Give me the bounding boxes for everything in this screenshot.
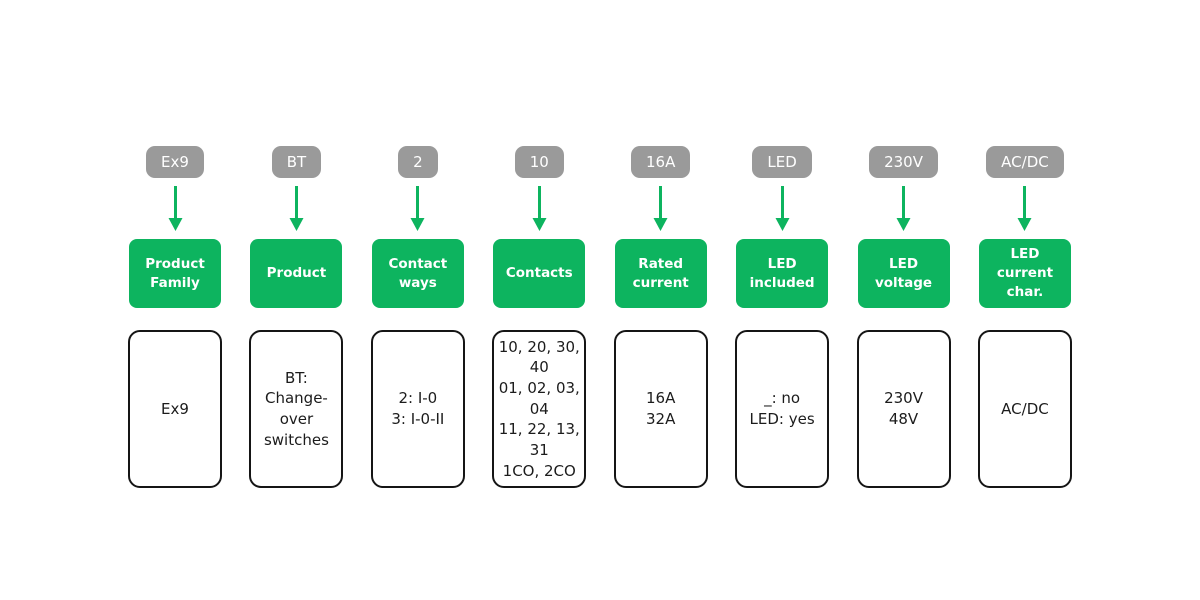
down-arrow-icon <box>775 186 790 231</box>
detail-box: 10, 20, 30, 40 01, 02, 03, 04 11, 22, 13… <box>492 330 587 488</box>
down-arrow-icon <box>532 186 547 231</box>
diagram-column: 230V LED voltage 230V 48V <box>845 146 963 488</box>
detail-box: 16A 32A <box>613 330 708 488</box>
category-box: Contacts <box>493 239 586 308</box>
diagram-column: 10 Contacts 10, 20, 30, 40 01, 02, 03, 0… <box>480 146 598 488</box>
code-badge: AC/DC <box>986 146 1064 178</box>
code-badge: LED <box>752 146 812 178</box>
diagram-column: BT Product BT: Change- over switches <box>237 146 355 488</box>
detail-box: 230V 48V <box>856 330 951 488</box>
category-box: Product <box>250 239 343 308</box>
down-arrow-icon <box>653 186 668 231</box>
diagram-column: 2 Contact ways 2: I-0 3: I-0-II <box>359 146 477 488</box>
category-box: Product Family <box>129 239 221 308</box>
code-badge: BT <box>271 146 322 178</box>
category-box: LED current char. <box>978 239 1071 308</box>
code-badge: 2 <box>398 146 438 178</box>
detail-box: AC/DC <box>977 330 1072 488</box>
code-badge: Ex9 <box>146 146 204 178</box>
detail-box: _: no LED: yes <box>735 330 830 488</box>
down-arrow-icon <box>168 186 182 231</box>
code-badge: 230V <box>869 146 938 178</box>
code-badge: 16A <box>631 146 691 178</box>
down-arrow-icon <box>410 186 425 231</box>
category-box: Rated current <box>614 239 707 308</box>
diagram-columns: Ex9 Product Family Ex9 BT Product BT: Ch… <box>116 146 1084 488</box>
diagram-column: LED LED included _: no LED: yes <box>723 146 841 488</box>
down-arrow-icon <box>896 186 911 231</box>
diagram-column: 16A Rated current 16A 32A <box>602 146 720 488</box>
diagram-column: AC/DC LED current char. AC/DC <box>966 146 1084 488</box>
detail-box: BT: Change- over switches <box>249 330 344 488</box>
down-arrow-icon <box>289 186 304 231</box>
down-arrow-icon <box>1017 186 1032 231</box>
code-badge: 10 <box>514 146 564 178</box>
detail-box: Ex9 <box>128 330 222 488</box>
diagram-column: Ex9 Product Family Ex9 <box>116 146 234 488</box>
category-box: Contact ways <box>371 239 464 308</box>
category-box: LED voltage <box>857 239 950 308</box>
category-box: LED included <box>736 239 829 308</box>
detail-box: 2: I-0 3: I-0-II <box>370 330 465 488</box>
